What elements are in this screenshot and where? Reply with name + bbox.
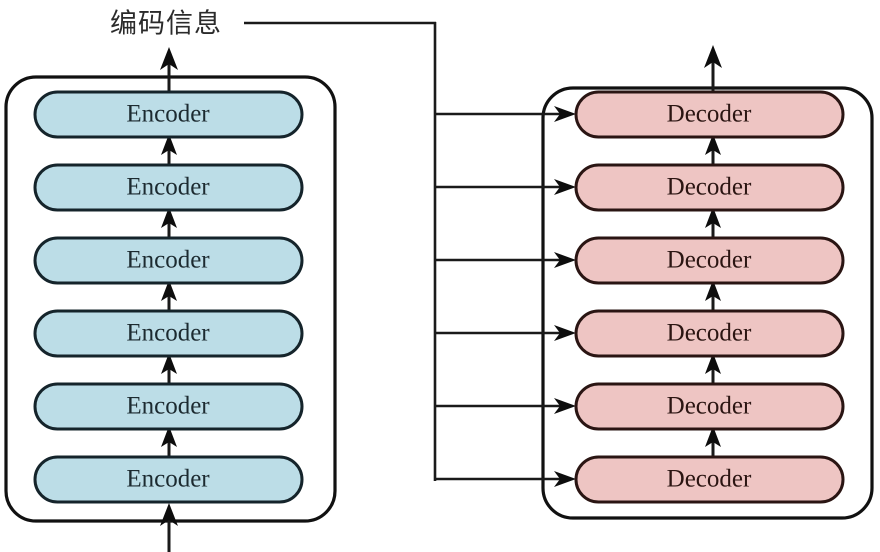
encoder-block-label: Encoder xyxy=(126,101,210,128)
encoder-pill[interactable] xyxy=(33,382,304,431)
decoder-block-1[interactable]: Decoder xyxy=(574,90,845,139)
encoder-block-2[interactable]: Encoder xyxy=(33,163,304,212)
encoded-information-bus xyxy=(244,21,576,487)
decoder-pill[interactable] xyxy=(574,309,845,358)
encoder-pill[interactable] xyxy=(33,163,304,212)
encoder-pill[interactable] xyxy=(33,90,304,139)
decoder-block-label: Decoder xyxy=(667,393,752,420)
bus-branch-arrowhead xyxy=(554,471,576,487)
bus-branch-arrowhead xyxy=(554,398,576,414)
decoder-block-2[interactable]: Decoder xyxy=(574,163,845,212)
encoder-input-arrow xyxy=(160,503,178,552)
decoder-output-arrow xyxy=(704,45,722,93)
decoder-pill[interactable] xyxy=(574,236,845,285)
decoder-block-3[interactable]: Decoder xyxy=(574,236,845,285)
decoder-pill[interactable] xyxy=(574,163,845,212)
decoder-block-label: Decoder xyxy=(667,320,752,347)
encoded-information-label: 编码信息 xyxy=(110,9,222,40)
encoder-block-4[interactable]: Encoder xyxy=(33,309,304,358)
encoder-pill[interactable] xyxy=(33,309,304,358)
encoder-block-6[interactable]: Encoder xyxy=(33,455,304,504)
decoder-pill[interactable] xyxy=(574,382,845,431)
encoder-block-3[interactable]: Encoder xyxy=(33,236,304,285)
decoder-block-label: Decoder xyxy=(667,101,752,128)
decoder-block-5[interactable]: Decoder xyxy=(574,382,845,431)
encoder-block-5[interactable]: Encoder xyxy=(33,382,304,431)
encoder-block-label: Encoder xyxy=(126,466,210,493)
bus-branch-arrowhead xyxy=(554,106,576,122)
encoder-block-label: Encoder xyxy=(126,320,210,347)
bus-branch-arrowhead xyxy=(554,325,576,341)
bus-branch-arrowhead xyxy=(554,252,576,268)
encoder-pill[interactable] xyxy=(33,455,304,504)
decoder-block-label: Decoder xyxy=(667,247,752,274)
bus-branch-arrowhead xyxy=(554,179,576,195)
encoder-block-label: Encoder xyxy=(126,393,210,420)
encoder-block-label: Encoder xyxy=(126,247,210,274)
decoder-pill[interactable] xyxy=(574,90,845,139)
decoder-block-4[interactable]: Decoder xyxy=(574,309,845,358)
decoder-block-label: Decoder xyxy=(667,466,752,493)
encoder-block-1[interactable]: Encoder xyxy=(33,90,304,139)
encoder-block-label: Encoder xyxy=(126,174,210,201)
encoder-internal-arrows xyxy=(161,134,177,457)
encoder-output-arrow xyxy=(160,47,178,93)
decoder-block-6[interactable]: Decoder xyxy=(574,455,845,504)
encoder-pill[interactable] xyxy=(33,236,304,285)
decoder-pill[interactable] xyxy=(574,455,845,504)
decoder-block-label: Decoder xyxy=(667,174,752,201)
decoder-internal-arrows xyxy=(705,134,721,457)
